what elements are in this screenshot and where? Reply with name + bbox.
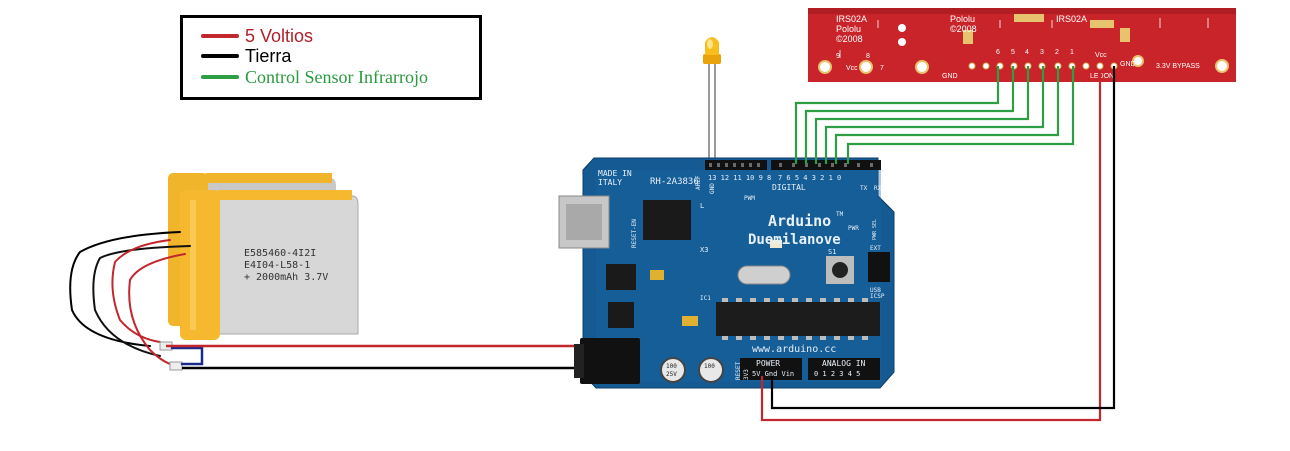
sensor-title-right: IRS02A [1056,14,1087,24]
legend-item-5v: 5 Voltios [201,26,313,46]
legend-label-ground: Tierra [245,46,292,66]
legend: 5 Voltios Tierra Control Sensor Infrarro… [180,15,482,100]
ir-sensor-board: IRS02A Pololu ©2008 Pololu ©2008 IRS02A … [808,8,1236,82]
arduino-pins-top2: 7 6 5 4 3 2 1 0 [778,174,841,182]
arduino-reset: RESET [735,362,742,380]
arduino-aref: AREF [695,175,702,190]
arduino-cap-text: 25V [666,371,677,378]
led [703,37,721,160]
sensor-ledon-label: LEDON [1090,73,1114,80]
arduino-italy: ITALY [598,178,622,187]
sensor-brand-left: Pololu [836,24,861,34]
legend-label-5v: 5 Voltios [245,26,314,46]
sensor-pin-3: 3 [1040,49,1044,56]
arduino-rx: RX [874,185,882,192]
sensor-n8: 8 [866,53,870,60]
arduino-x3: X3 [700,246,708,254]
sensor-title-left: IRS02A [836,14,867,24]
arduino-pins-top: 13 12 11 10 9 8 [708,174,771,182]
arduino-analog-in: ANALOG IN [822,359,866,368]
sensor-n7: 7 [880,65,884,72]
arduino-s1: S1 [828,248,836,256]
arduino-website: www.arduino.cc [752,344,836,355]
legend-item-sensor: Control Sensor Infrarrojo [201,67,428,87]
sensor-pin-1: 1 [1070,49,1074,56]
arduino-gnd-top: GND [709,183,716,194]
sensor-control-wires [794,66,1075,164]
sensor-vcc-left: Vcc [846,65,858,72]
arduino-model: RH-2A3836 [650,177,699,187]
arduino-usb: USB [870,287,881,294]
arduino-c2: 100 [704,363,715,370]
legend-swatch-black [201,54,239,58]
arduino-digital: DIGITAL [772,183,806,192]
battery-label-3: + 2000mAh 3.7V [244,272,328,283]
arduino-brand: Arduino [768,212,831,230]
arduino-analog-pins: 0 1 2 3 4 5 [814,370,860,378]
power-wires [166,344,585,370]
sensor-year-mid: ©2008 [950,24,977,34]
arduino-3v3: 3V3 [743,369,750,380]
sensor-gnd-left: GND [942,73,958,80]
sensor-n9: 9 [836,53,840,60]
battery-label-2: E4I04-L58-1 [244,260,310,271]
arduino-board: MADE IN ITALY RH-2A3836 AREF GND 13 12 1… [558,157,895,389]
battery-label-1: E585460-4I2I [244,248,316,259]
arduino-tm: TM [836,211,844,218]
sensor-pin-4: 4 [1025,49,1029,56]
sensor-power-wires [760,66,1116,422]
arduino-pwm: PWM [744,195,755,202]
arduino-power-pins: 5V Gnd Vin [752,370,794,378]
sensor-title-mid: Pololu [950,14,975,24]
sensor-pin-5: 5 [1011,49,1015,56]
arduino-c1: 100 [666,363,677,370]
sensor-year-left: ©2008 [836,34,863,44]
arduino-made-in: MADE IN [598,169,632,178]
legend-item-ground: Tierra [201,46,291,66]
sensor-bypass-label: 3.3V BYPASS [1156,63,1200,70]
legend-swatch-red [201,34,239,38]
arduino-pwr: PWR [848,225,859,232]
arduino-ic1: IC1 [700,295,711,302]
arduino-l: L [700,202,704,210]
arduino-reset-en: RESET-EN [631,219,638,248]
legend-swatch-green [201,75,239,79]
sensor-gnd-label: GND [1120,61,1136,68]
sensor-pin-6: 6 [996,49,1000,56]
battery-pack: E585460-4I2I E4I04-L58-1 + 2000mAh 3.7V [168,173,359,340]
arduino-name: Duemilanove [748,232,841,248]
arduino-ext: EXT [870,245,881,252]
arduino-power: POWER [756,359,780,368]
legend-label-sensor: Control Sensor Infrarrojo [245,67,428,87]
sensor-vcc-label: Vcc [1095,52,1107,59]
arduino-icsp: ICSP [870,293,885,300]
arduino-tx: TX [860,185,868,192]
arduino-pwr-sel: PWR SEL [872,219,878,240]
sensor-pin-2: 2 [1055,49,1059,56]
